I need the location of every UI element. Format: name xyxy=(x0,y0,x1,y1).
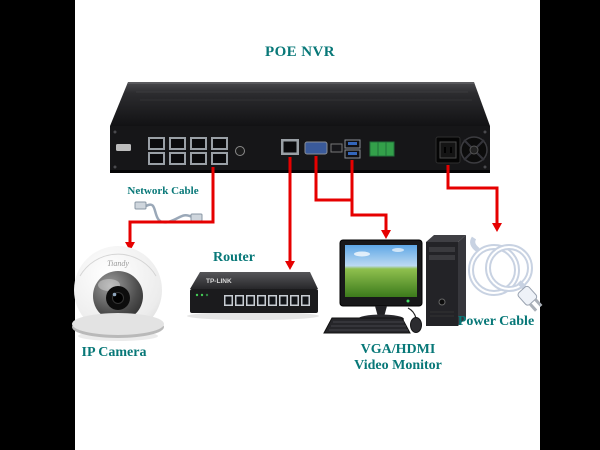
arrowhead-camera xyxy=(125,242,135,251)
nvr-hdmi-port xyxy=(330,143,343,153)
tower-power-button xyxy=(438,298,446,306)
label-video-monitor: VGA/HDMI Video Monitor xyxy=(354,342,442,374)
arrow-to-power xyxy=(446,165,499,224)
tower-drive-bay xyxy=(429,247,455,252)
router-top xyxy=(190,272,318,289)
router-device: TP-LINK xyxy=(187,272,319,320)
label-monitor-line1: VGA/HDMI xyxy=(360,342,436,357)
nvr-device xyxy=(110,82,490,173)
nvr-lan-port xyxy=(281,139,299,155)
label-router: Router xyxy=(213,250,255,265)
nvr-logo-badge xyxy=(116,144,131,151)
tower-front xyxy=(426,242,458,326)
label-power-cable: Power Cable xyxy=(457,314,535,329)
label-monitor-line2: Video Monitor xyxy=(354,358,442,374)
power-plug xyxy=(517,285,543,312)
video-monitor-device xyxy=(323,239,423,334)
mouse xyxy=(410,317,422,333)
ip-camera-device: Tiandy xyxy=(72,246,164,341)
diagram-title: POE NVR xyxy=(265,44,335,60)
nvr-audio-jack xyxy=(235,146,245,156)
letterbox-left xyxy=(0,0,75,450)
power-cable-icon xyxy=(468,236,543,312)
arrowhead-monitor xyxy=(381,230,391,239)
label-network-cable: Network Cable xyxy=(127,185,199,197)
mouse-cable xyxy=(407,307,417,319)
nvr-usb-ports xyxy=(344,139,361,159)
nvr-fan-grille xyxy=(460,136,488,164)
nvr-power-socket xyxy=(435,136,461,164)
arrow-to-monitor xyxy=(350,160,388,231)
letterbox-right xyxy=(540,0,600,450)
nvr-front-panel xyxy=(110,126,490,172)
arrow-vga-branch xyxy=(314,156,352,202)
nvr-alarm-terminal-block xyxy=(369,141,395,157)
monitor-stand xyxy=(375,306,387,317)
camera-brand-text: Tiandy xyxy=(107,259,129,268)
connection-arrows xyxy=(125,156,502,270)
nvr-vga-port xyxy=(304,141,328,155)
pc-tower-device xyxy=(426,235,466,326)
router-brand-text: TP-LINK xyxy=(206,278,232,285)
monitor-power-led xyxy=(406,299,410,303)
arrow-to-camera xyxy=(128,167,215,243)
arrowhead-power xyxy=(492,223,502,232)
label-ip-camera: IP Camera xyxy=(81,345,147,360)
arrowhead-router xyxy=(285,261,295,270)
network-cable-icon xyxy=(134,201,203,224)
